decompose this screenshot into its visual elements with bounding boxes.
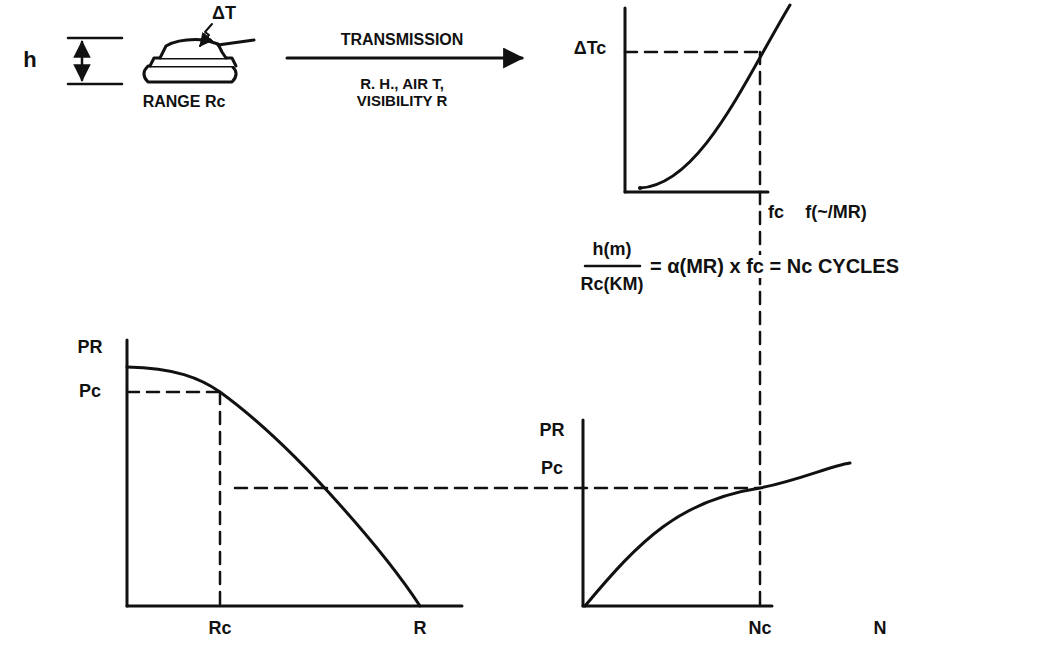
heat-pointer: [200, 24, 212, 46]
tank-hull: [150, 58, 236, 66]
height-dimension: [68, 38, 122, 84]
transmission-arrow: [287, 57, 522, 60]
axis: [582, 420, 585, 606]
axis-title: PR: [537, 420, 566, 441]
formula-numerator: h(m): [591, 239, 634, 260]
probability-curve: [585, 463, 850, 606]
delta-t-chart: [625, 5, 790, 192]
axis-value: fc: [766, 202, 786, 223]
range-chart: [127, 340, 462, 606]
axis-value: Pc: [539, 458, 565, 479]
dimension-label: h: [21, 47, 38, 72]
axis-value: Pc: [77, 381, 103, 402]
formula-denominator: Rc(KM): [579, 274, 646, 295]
conditions-label: R. H., AIR T, VISIBILITY R: [330, 75, 474, 110]
construction-lines: [127, 52, 760, 606]
probability-curve: [127, 367, 420, 606]
axis-value: Nc: [746, 618, 773, 639]
axis-title: f(~/MR): [803, 202, 869, 223]
axis-value: Rc: [206, 618, 233, 639]
axis: [625, 191, 768, 194]
axis: [126, 340, 129, 606]
tank-figure: [144, 24, 254, 82]
axis: [583, 605, 772, 608]
formula-text: = α(MR) x fc = Nc CYCLES: [648, 255, 901, 278]
axis: [624, 8, 627, 192]
heat-label: ΔT: [210, 3, 238, 24]
axis-title: R: [412, 618, 429, 639]
threshold-curve: [640, 5, 790, 188]
tank-turret: [160, 40, 226, 58]
tank-track: [144, 66, 236, 82]
axis: [127, 605, 462, 608]
fraction-bar: [585, 265, 640, 268]
tank-gun: [218, 40, 254, 45]
cycles-chart: [583, 420, 850, 606]
axis-title: N: [872, 618, 889, 639]
range-label: RANGE Rc: [141, 93, 228, 111]
arrow-label: TRANSMISSION: [339, 31, 466, 49]
axis-title: PR: [75, 337, 104, 358]
axis-value: ΔTc: [572, 38, 609, 59]
